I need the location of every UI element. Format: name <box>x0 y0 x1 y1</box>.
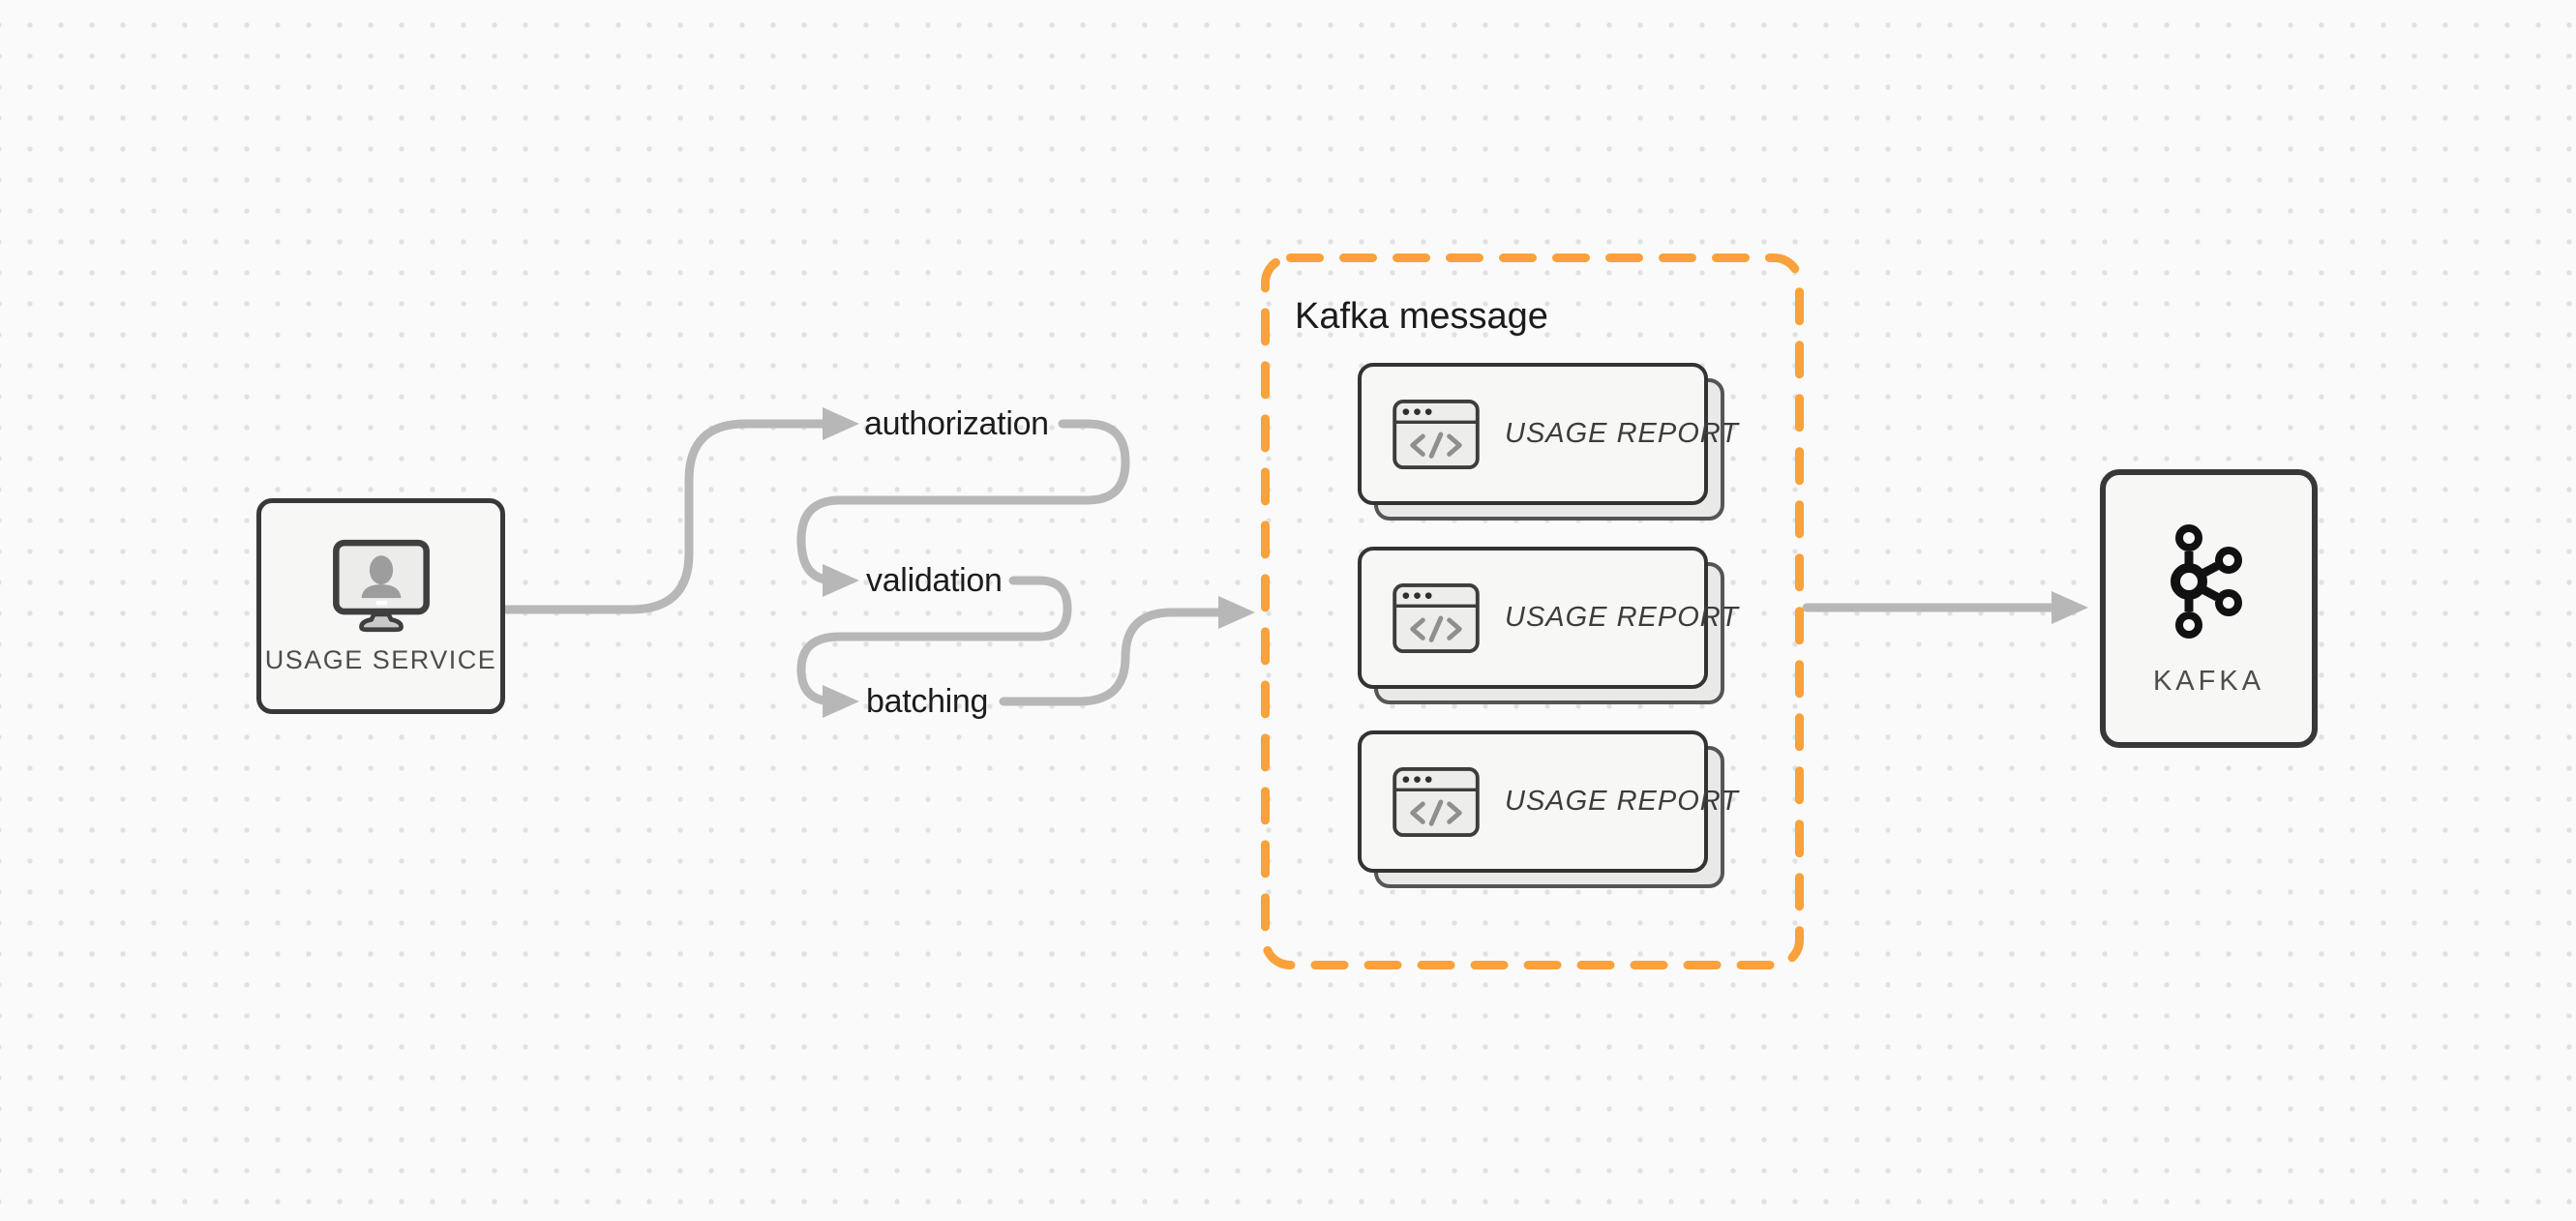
usage-service-label: USAGE SERVICE <box>264 645 497 674</box>
node-kafka: KAFKA <box>2100 469 2318 748</box>
usage-report-card: USAGE REPORT <box>1358 547 1738 704</box>
user-monitor-icon <box>332 539 430 633</box>
kafka-message-group-border <box>1261 253 1804 969</box>
step-label-batching: batching <box>866 683 989 720</box>
usage-report-card: USAGE REPORT <box>1358 730 1738 888</box>
node-usage-service: USAGE SERVICE <box>256 498 505 714</box>
code-window-icon <box>1393 766 1480 837</box>
arrow-usage-to-authorization <box>500 419 829 614</box>
step-label-authorization: authorization <box>864 405 1049 442</box>
usage-report-label: USAGE REPORT <box>1505 602 1739 633</box>
kafka-label: KAFKA <box>2152 665 2265 697</box>
usage-report-label: USAGE REPORT <box>1505 786 1739 817</box>
code-window-icon <box>1393 399 1480 469</box>
usage-report-label: USAGE REPORT <box>1505 418 1739 449</box>
arrow-batching-to-group <box>999 608 1226 706</box>
step-label-validation: validation <box>866 562 1003 599</box>
arrow-authorization-to-validation <box>796 419 1130 585</box>
arrowheads <box>823 407 2088 718</box>
kafka-logo-icon <box>2170 523 2242 639</box>
code-window-icon <box>1393 582 1480 653</box>
kafka-message-group-title: Kafka message <box>1295 296 1548 337</box>
usage-report-card: USAGE REPORT <box>1358 363 1738 521</box>
arrow-validation-to-batching <box>796 576 1072 706</box>
